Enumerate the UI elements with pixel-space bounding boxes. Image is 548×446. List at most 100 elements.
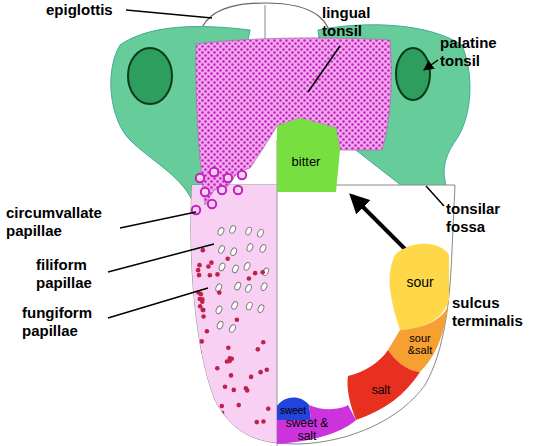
fungiform-papilla bbox=[253, 271, 258, 276]
part-label: circumvallate papillae bbox=[6, 204, 118, 240]
fungiform-papilla bbox=[201, 248, 206, 253]
palatine-tonsil-shape bbox=[396, 48, 430, 100]
filiform-papilla bbox=[260, 282, 268, 291]
part-label: fungiform papillae bbox=[22, 304, 104, 340]
filiform-papilla bbox=[217, 227, 225, 236]
fungiform-papilla bbox=[199, 339, 204, 344]
circumvallate-papilla bbox=[196, 174, 204, 182]
epiglottis-fold bbox=[265, 5, 266, 40]
fungiform-papilla bbox=[208, 273, 213, 278]
fungiform-papilla bbox=[249, 375, 254, 380]
fungiform-papilla bbox=[261, 419, 266, 424]
circumvallate-papilla bbox=[208, 200, 216, 208]
fungiform-papilla bbox=[260, 270, 265, 275]
part-label: tonsilar fossa bbox=[446, 200, 514, 236]
fungiform-papilla bbox=[201, 308, 206, 313]
filiform-papilla bbox=[231, 301, 239, 310]
fungiform-papilla bbox=[256, 347, 261, 352]
filiform-papilla bbox=[229, 225, 237, 234]
fungiform-papilla bbox=[264, 367, 269, 372]
fungiform-papilla bbox=[215, 366, 220, 371]
leader-line bbox=[126, 10, 212, 18]
filiform-papilla bbox=[244, 284, 252, 293]
leader-line bbox=[120, 212, 196, 228]
papillae-dots bbox=[192, 168, 271, 425]
fungiform-papilla bbox=[258, 370, 263, 375]
fungiform-papilla bbox=[220, 404, 225, 409]
fungiform-papilla bbox=[236, 403, 241, 408]
fungiform-papilla bbox=[200, 299, 205, 304]
tongue-left-half bbox=[185, 140, 277, 446]
fungiform-papilla bbox=[261, 340, 266, 345]
fungiform-papilla bbox=[223, 384, 228, 389]
filiform-papilla bbox=[216, 320, 224, 329]
lingual-tonsil-shape bbox=[196, 38, 391, 205]
filiform-papilla bbox=[245, 301, 253, 310]
fungiform-papilla bbox=[215, 272, 220, 277]
fungiform-papilla bbox=[235, 317, 240, 322]
leader-line bbox=[108, 244, 214, 272]
circumvallate-papilla bbox=[238, 171, 246, 179]
filiform-papilla bbox=[231, 264, 239, 273]
fungiform-papilla bbox=[196, 268, 201, 273]
filiform-papilla bbox=[243, 262, 251, 271]
taste-label: bitter bbox=[292, 155, 321, 169]
taste-label: sour &salt bbox=[402, 333, 438, 356]
filiform-papilla bbox=[215, 305, 223, 314]
fungiform-papilla bbox=[220, 411, 225, 416]
filiform-papilla bbox=[228, 324, 236, 333]
taste-label: salt bbox=[372, 384, 391, 397]
leader-line bbox=[308, 46, 340, 92]
part-label: palatine tonsil bbox=[440, 34, 510, 70]
fungiform-papilla bbox=[197, 273, 202, 278]
part-label: lingual tonsil bbox=[322, 4, 388, 40]
region-fill bbox=[347, 350, 420, 420]
taste-label: sweet & salt bbox=[281, 417, 333, 442]
fungiform-papilla bbox=[206, 264, 211, 269]
circumvallate-papilla bbox=[210, 168, 218, 176]
filiform-papilla bbox=[218, 262, 226, 271]
fungiform-papilla bbox=[225, 257, 230, 262]
circumvallate-papilla bbox=[224, 174, 232, 182]
filiform-papilla bbox=[259, 244, 267, 253]
filiform-papilla bbox=[246, 243, 254, 252]
fungiform-papilla bbox=[201, 314, 206, 319]
fungiform-papilla bbox=[227, 359, 232, 364]
filiform-papilla bbox=[217, 245, 225, 254]
fungiform-papilla bbox=[229, 373, 234, 378]
fungiform-papilla bbox=[254, 420, 259, 425]
part-label: epiglottis bbox=[46, 1, 113, 19]
circumvallate-papilla bbox=[201, 188, 209, 196]
fungiform-papilla bbox=[197, 350, 202, 355]
fungiform-papilla bbox=[217, 290, 222, 295]
taste-label: sweet bbox=[280, 406, 306, 417]
fungiform-papilla bbox=[244, 386, 249, 391]
fungiform-papilla bbox=[197, 263, 202, 268]
leader-arrow bbox=[424, 60, 438, 70]
part-label: filiform papillae bbox=[36, 256, 106, 292]
taste-region: salt bbox=[343, 346, 423, 422]
circumvallate-papilla bbox=[234, 186, 242, 194]
part-label: sulcus terminalis bbox=[452, 294, 534, 330]
fungiform-papilla bbox=[209, 260, 214, 265]
region-fill bbox=[277, 118, 340, 192]
filiform-papilla bbox=[257, 304, 265, 313]
filiform-papilla bbox=[230, 247, 238, 256]
palatine-tonsil-shape bbox=[128, 48, 172, 104]
fungiform-papilla bbox=[226, 345, 231, 350]
fungiform-papilla bbox=[247, 276, 252, 281]
fungiform-papilla bbox=[266, 406, 271, 411]
fungiform-papilla bbox=[231, 388, 236, 393]
filiform-papilla bbox=[256, 229, 264, 238]
taste-region: sweet & salt bbox=[275, 402, 359, 446]
fungiform-papilla bbox=[205, 329, 210, 334]
leader-line bbox=[426, 186, 444, 206]
taste-region: bitter bbox=[276, 116, 342, 194]
filiform-papilla bbox=[234, 281, 242, 290]
taste-label: sour bbox=[406, 275, 433, 290]
leader-line bbox=[108, 288, 208, 318]
filiform-papilla bbox=[245, 226, 253, 235]
circumvallate-papilla bbox=[218, 186, 226, 194]
region-fill bbox=[277, 405, 356, 444]
